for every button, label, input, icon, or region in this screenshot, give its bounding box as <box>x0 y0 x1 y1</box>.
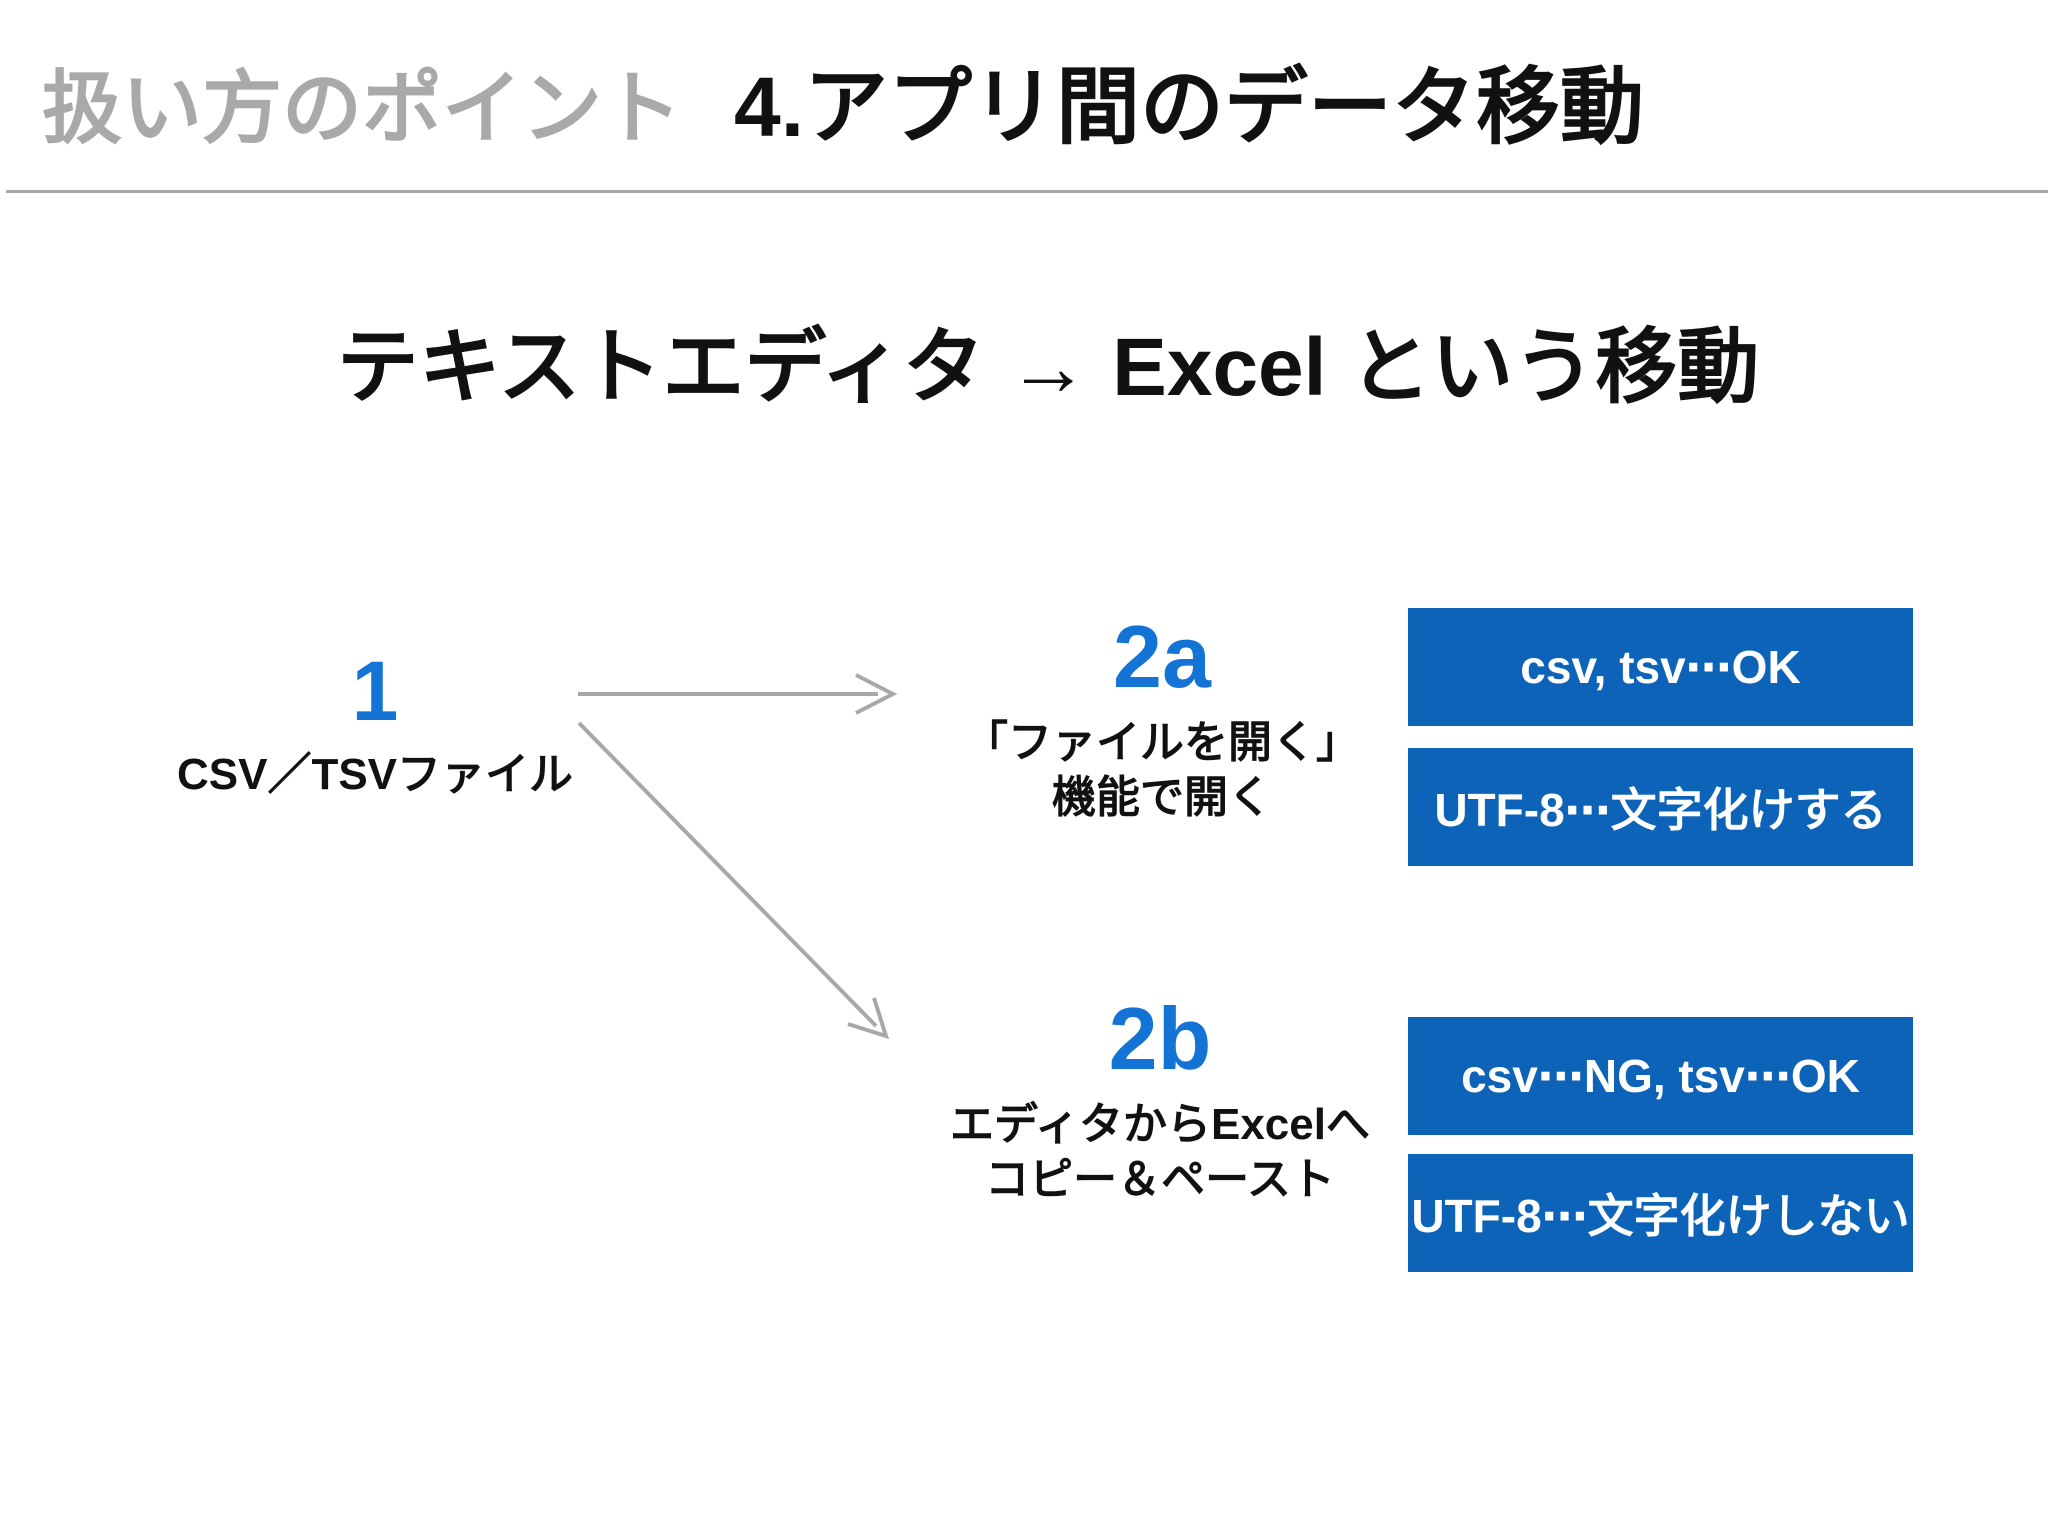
slide-header: 扱い方のポイント 4.アプリ間のデータ移動 <box>42 40 1644 161</box>
result-box-a2: UTF-8⋯文字化けする <box>1408 748 1913 866</box>
node-branch-b-label: エディタからExcelへ コピー＆ペースト <box>950 1097 1370 1207</box>
node-branch-a-number: 2a <box>1113 607 1211 706</box>
result-box-a1: csv, tsv⋯OK <box>1408 608 1913 726</box>
node-branch-b-label-line2: コピー＆ペースト <box>985 1155 1335 1204</box>
node-branch-a-label: 「ファイルを開く」 機能で開く <box>952 715 1372 825</box>
arrow-source-to-branch-a <box>578 673 898 715</box>
node-branch-a-label-line1: 「ファイルを開く」 <box>964 718 1360 767</box>
arrow-source-to-branch-b <box>577 721 890 1040</box>
header-section-label: 扱い方のポイント <box>42 64 682 153</box>
node-branch-a: 2a 「ファイルを開く」 機能で開く <box>952 613 1372 825</box>
node-branch-b: 2b エディタからExcelへ コピー＆ペースト <box>950 995 1370 1207</box>
node-source-label: CSV／TSVファイル <box>176 750 574 799</box>
node-branch-b-number: 2b <box>1108 989 1212 1088</box>
node-source-number: 1 <box>351 644 399 738</box>
subtitle: テキストエディタ → Excel という移動 <box>336 322 1760 413</box>
node-branch-a-label-line2: 機能で開く <box>1052 773 1272 822</box>
header-divider <box>6 190 2048 193</box>
result-box-b1: csv⋯NG, tsv⋯OK <box>1408 1017 1913 1135</box>
node-source: 1 CSV／TSVファイル <box>165 649 585 802</box>
node-branch-b-label-line1: エディタからExcelへ <box>950 1100 1370 1149</box>
result-box-b2: UTF-8⋯文字化けしない <box>1408 1154 1913 1272</box>
page-title: 4.アプリ間のデータ移動 <box>734 60 1645 154</box>
